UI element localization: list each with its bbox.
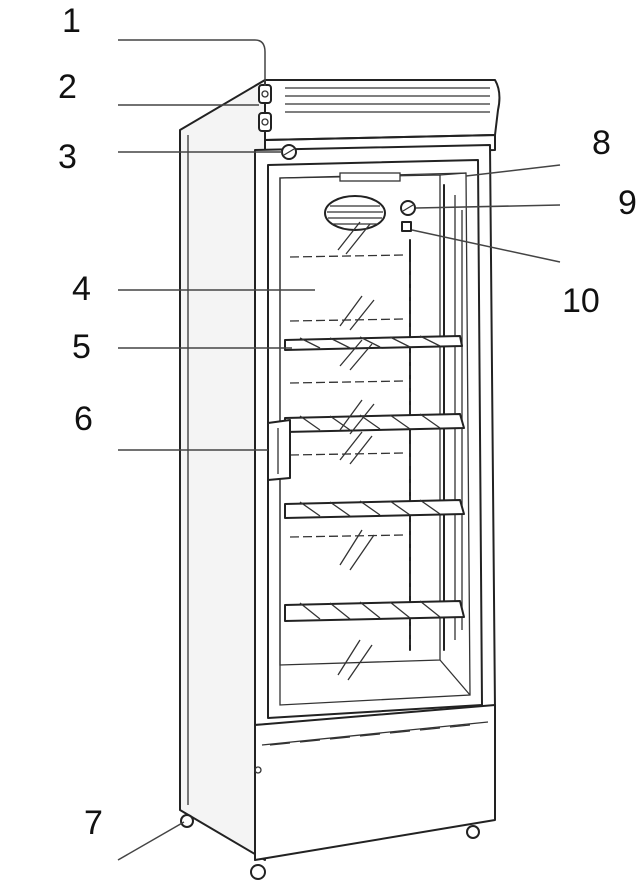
door-handle	[267, 419, 291, 481]
leader-lines	[117, 39, 561, 861]
fan-grille	[324, 195, 386, 231]
callout-2: 2	[58, 68, 77, 106]
shelf-3	[284, 499, 465, 519]
back-wall-vents	[289, 254, 411, 645]
glass-reflections	[337, 221, 375, 681]
shelf-2	[284, 413, 465, 433]
bottom-base	[254, 704, 496, 861]
callout-6: 6	[74, 400, 93, 438]
door-lock	[281, 144, 297, 160]
top-canopy	[264, 79, 501, 156]
callout-8: 8	[592, 124, 611, 162]
callout-3: 3	[58, 138, 77, 176]
callout-10: 10	[562, 282, 600, 320]
shelf-1	[284, 335, 463, 351]
callout-5: 5	[72, 328, 91, 366]
hinges	[258, 84, 272, 132]
callout-4: 4	[72, 270, 91, 308]
light-switch	[401, 221, 412, 232]
cabinet-side-panel	[179, 79, 266, 861]
thermostat-knob	[400, 200, 416, 216]
callout-1: 1	[62, 2, 81, 40]
shelf-4	[284, 600, 465, 622]
castor-wheels	[180, 814, 480, 880]
callout-7: 7	[84, 804, 103, 842]
interior-light-strip	[339, 172, 401, 182]
callout-9: 9	[618, 184, 636, 222]
